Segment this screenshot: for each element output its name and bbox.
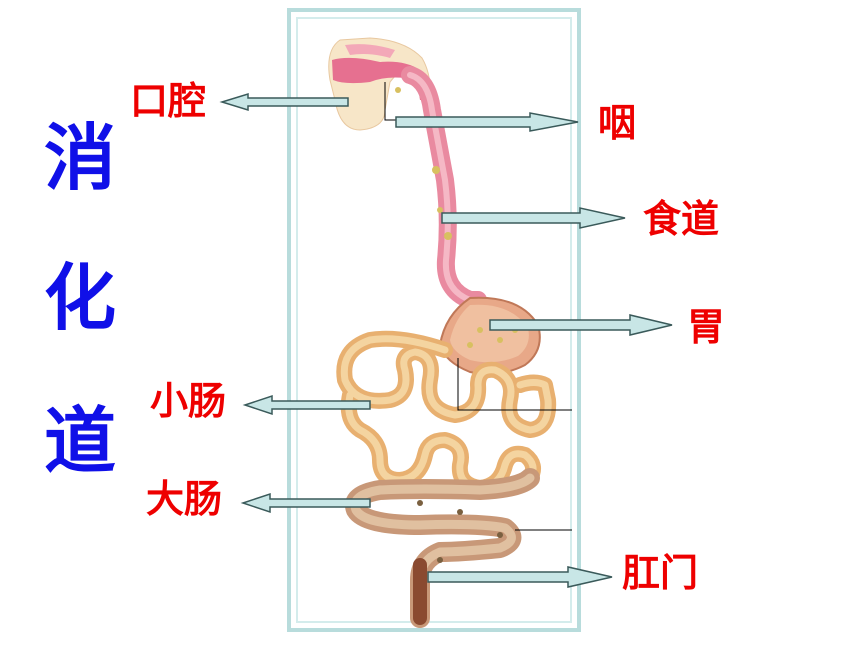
label-large-intestine: 大肠 xyxy=(146,477,223,521)
arrow-pharynx xyxy=(395,112,579,132)
label-anus: 肛门 xyxy=(622,551,699,595)
large-intestine-shape xyxy=(345,468,540,628)
arrow-mouth xyxy=(219,92,349,112)
label-mouth: 口腔 xyxy=(130,79,207,123)
small-intestine-coils xyxy=(336,330,557,496)
leader-lines xyxy=(384,82,572,531)
esophagus-tube xyxy=(395,66,487,309)
arrow-small-intestine xyxy=(242,394,371,416)
label-stomach: 胃 xyxy=(687,305,726,349)
arrow-anus xyxy=(427,566,613,588)
arrow-esophagus xyxy=(441,207,626,229)
arrow-large-intestine xyxy=(240,492,371,514)
title-char-1: 消 xyxy=(43,116,116,200)
arrow-stomach xyxy=(489,314,673,336)
label-esophagus: 食道 xyxy=(643,197,720,241)
label-small-intestine: 小肠 xyxy=(150,379,227,423)
title-char-2: 化 xyxy=(43,256,116,340)
stomach-shape xyxy=(438,296,541,375)
title-char-3: 道 xyxy=(43,399,116,483)
label-pharynx: 咽 xyxy=(598,101,637,145)
